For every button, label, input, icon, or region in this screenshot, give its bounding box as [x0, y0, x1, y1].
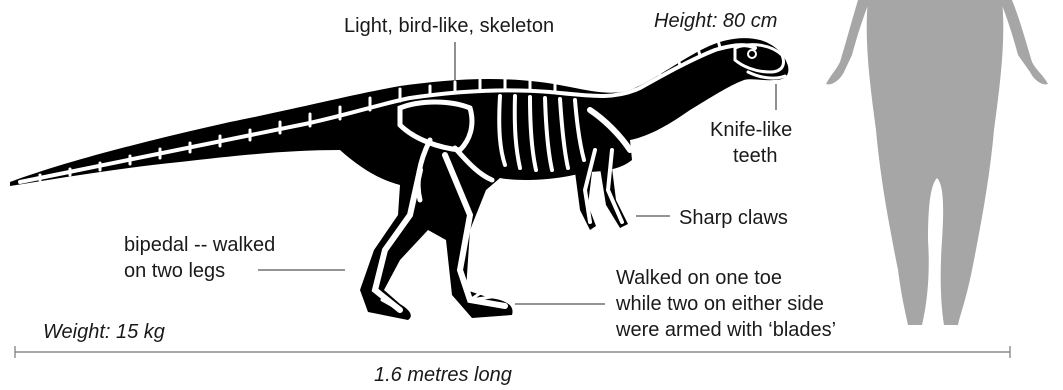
teeth-label-line1: Knife-like	[710, 117, 792, 143]
toe-label-line2: while two on either side	[616, 291, 824, 317]
skeleton-label: Light, bird-like, skeleton	[344, 13, 554, 39]
bipedal-label-line1: bipedal -- walked	[124, 232, 275, 258]
toe-label-line1: Walked on one toe	[616, 265, 782, 291]
height-label: Height: 80 cm	[654, 8, 777, 34]
claws-label: Sharp claws	[679, 205, 788, 231]
length-label: 1.6 metres long	[374, 362, 512, 388]
weight-label: Weight: 15 kg	[43, 319, 165, 345]
bipedal-label-line2: on two legs	[124, 258, 225, 284]
toe-label-line3: were armed with ‘blades’	[616, 317, 836, 343]
teeth-label-line2: teeth	[733, 143, 777, 169]
